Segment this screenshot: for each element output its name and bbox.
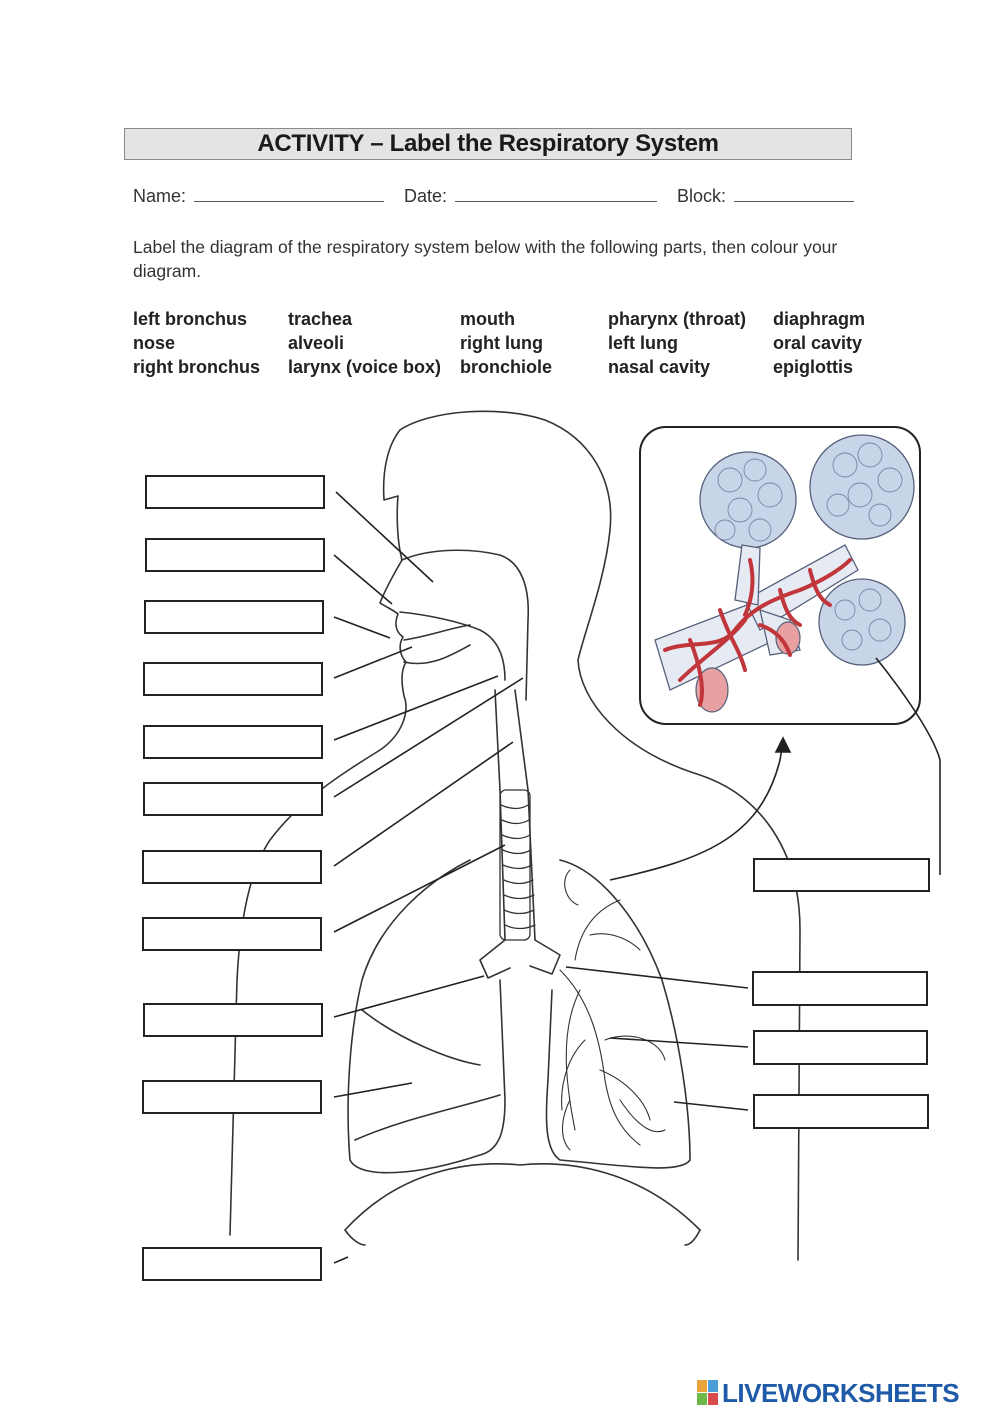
liveworksheets-icon — [697, 1380, 719, 1406]
liveworksheets-text: LIVEWORKSHEETS — [722, 1378, 959, 1409]
answer-box-13[interactable] — [752, 971, 928, 1006]
answer-box-15[interactable] — [753, 1094, 929, 1129]
answer-box-1[interactable] — [145, 475, 325, 509]
answer-box-4[interactable] — [143, 662, 323, 696]
answer-box-5[interactable] — [143, 725, 323, 759]
answer-box-11[interactable] — [142, 1247, 322, 1281]
answer-box-12[interactable] — [753, 858, 930, 892]
alveoli-inset — [640, 427, 920, 724]
answer-box-8[interactable] — [142, 917, 322, 951]
answer-box-7[interactable] — [142, 850, 322, 884]
answer-box-9[interactable] — [143, 1003, 323, 1037]
answer-box-10[interactable] — [142, 1080, 322, 1114]
answer-box-3[interactable] — [144, 600, 324, 634]
answer-box-6[interactable] — [143, 782, 323, 816]
answer-box-2[interactable] — [145, 538, 325, 572]
answer-box-14[interactable] — [753, 1030, 928, 1065]
liveworksheets-logo: LIVEWORKSHEETS — [697, 1380, 959, 1406]
